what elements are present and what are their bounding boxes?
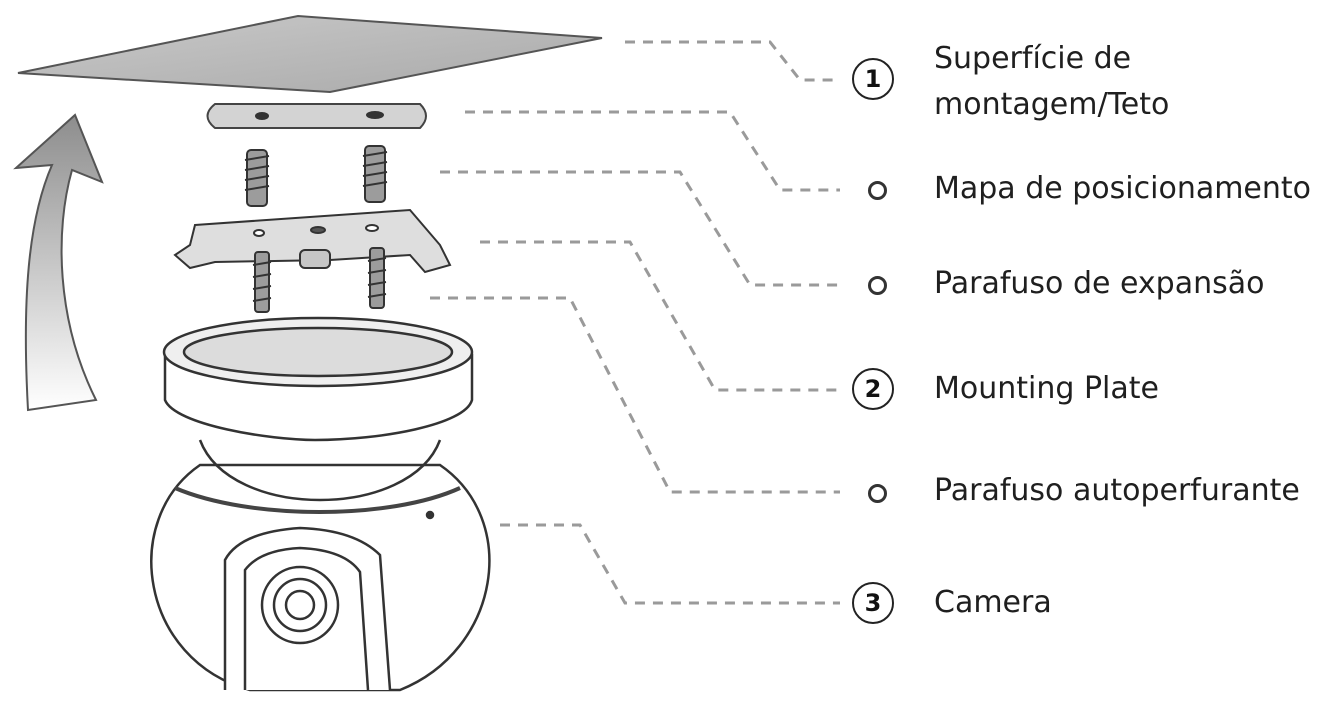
callout-marker-3: 3 <box>852 582 894 624</box>
callout-label-ceiling-line2: montagem/Teto <box>934 87 1170 122</box>
callout-marker-2: 2 <box>852 368 894 410</box>
callout-label-expansion-screw: Parafuso de expansão <box>934 266 1265 301</box>
callout-label-ceiling-line1: Superfície de <box>934 41 1132 76</box>
callout-bullet-self-tapping-screw <box>868 484 887 503</box>
callout-label-camera: Camera <box>934 585 1052 620</box>
callout-bullet-expansion-screw <box>868 276 887 295</box>
callout-bullet-positioning-map <box>868 181 887 200</box>
callout-label-self-tapping-screw: Parafuso autoperfurante <box>934 473 1300 508</box>
mounting-plate-part <box>173 208 452 274</box>
callout-marker-1: 1 <box>852 58 894 100</box>
leader-lines <box>430 40 840 605</box>
camera-part <box>150 316 491 692</box>
expansion-screws <box>244 145 388 207</box>
callout-label-positioning-map: Mapa de posicionamento <box>934 171 1312 206</box>
ceiling-surface <box>17 14 603 94</box>
positioning-map <box>206 103 427 129</box>
callout-label-mounting-plate: Mounting Plate <box>934 371 1159 406</box>
self-tapping-screws <box>252 247 387 313</box>
install-direction-arrow <box>13 113 104 412</box>
